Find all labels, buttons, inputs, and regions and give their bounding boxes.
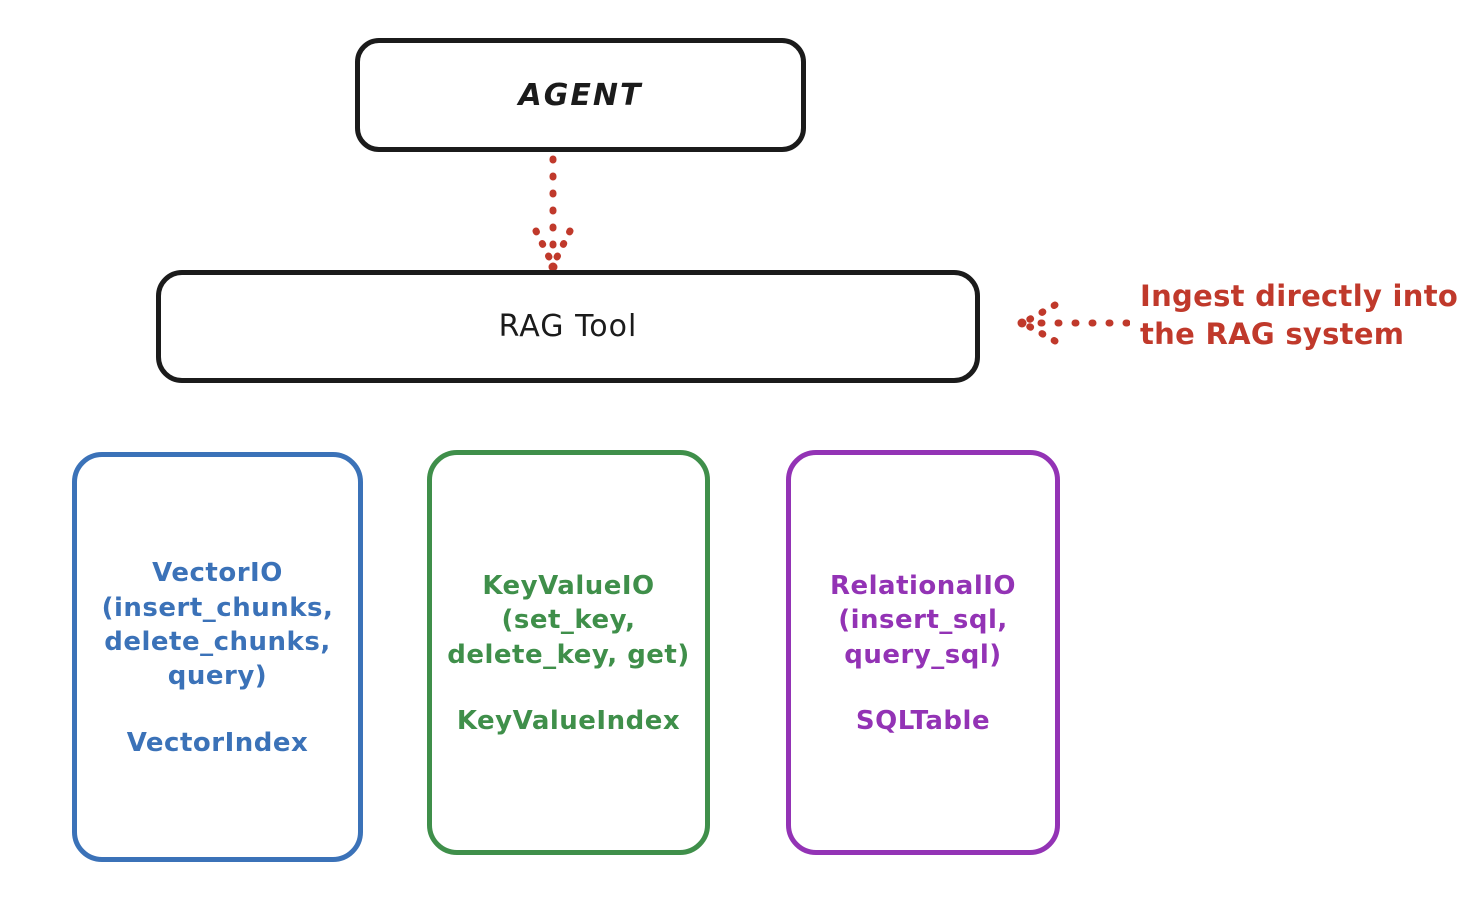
- agent-node[interactable]: AGENT: [355, 38, 806, 152]
- relational-io-node-label: RelationalIO (insert_sql, query_sql): [829, 571, 1017, 670]
- vector-io-node-label: VectorIO (insert_chunks, delete_chunks, …: [101, 558, 334, 692]
- vector-io-node[interactable]: VectorIO (insert_chunks, delete_chunks, …: [72, 452, 363, 862]
- relational-io-node-sublabel: SQLTable: [855, 705, 991, 736]
- key-value-io-node-label: KeyValueIO (set_key, delete_key, get): [447, 571, 690, 670]
- agent-node-label: AGENT: [518, 77, 643, 113]
- relational-io-node[interactable]: RelationalIO (insert_sql, query_sql) SQL…: [786, 450, 1060, 855]
- ingest-annotation-text: Ingest directly into the RAG system: [1140, 279, 1459, 351]
- vector-io-node-sublabel: VectorIndex: [126, 727, 309, 758]
- agent-to-rag-tool-arrow: [532, 155, 574, 272]
- rag-tool-node[interactable]: RAG Tool: [156, 270, 980, 383]
- key-value-io-node[interactable]: KeyValueIO (set_key, delete_key, get) Ke…: [427, 450, 710, 855]
- key-value-io-node-sublabel: KeyValueIndex: [456, 705, 681, 736]
- rag-tool-node-label: RAG Tool: [498, 309, 638, 344]
- ingest-arrow-icon: [1017, 301, 1130, 345]
